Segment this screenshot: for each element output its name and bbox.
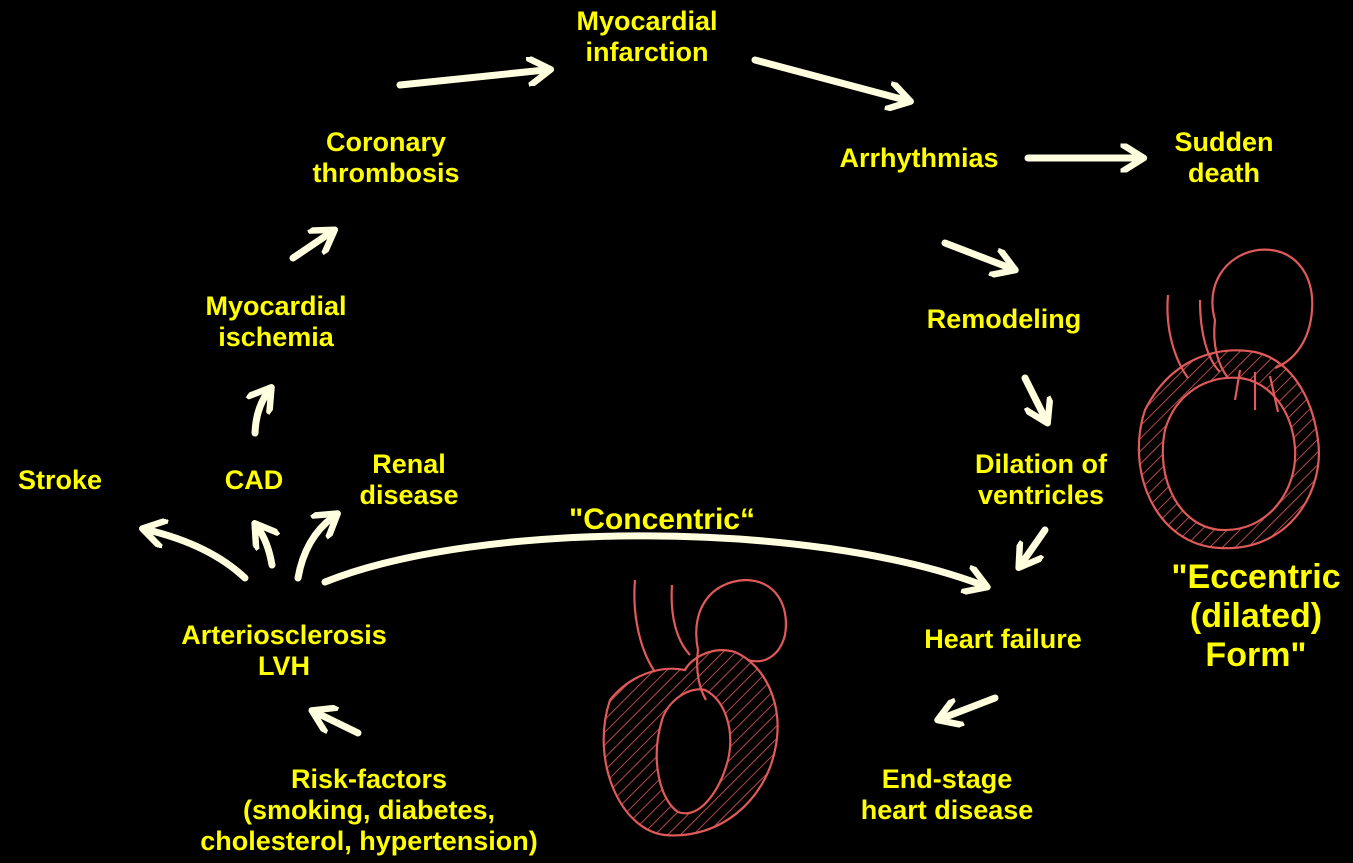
node-risk-factors: Risk-factors (smoking, diabetes, cholest… (200, 764, 538, 857)
node-remodeling: Remodeling (927, 304, 1082, 335)
node-stroke: Stroke (18, 465, 102, 496)
label-concentric: "Concentric“ (569, 500, 755, 539)
node-renal-disease: Renal disease (359, 449, 458, 511)
eccentric-heart-icon (1139, 250, 1319, 549)
label-eccentric-form: "Eccentric (dilated) Form" (1171, 558, 1340, 675)
node-end-stage-heart-disease: End-stage heart disease (861, 764, 1034, 826)
node-cad: CAD (225, 465, 284, 496)
node-myocardial-ischemia: Myocardial ischemia (205, 291, 346, 353)
node-heart-failure: Heart failure (924, 624, 1082, 655)
node-arteriosclerosis-lvh: Arteriosclerosis LVH (181, 620, 387, 682)
node-dilation-of-ventricles: Dilation of ventricles (975, 449, 1107, 511)
node-sudden-death: Sudden death (1175, 127, 1274, 189)
node-coronary-thrombosis: Coronary thrombosis (312, 127, 459, 189)
node-myocardial-infarction: Myocardial infarction (576, 6, 717, 68)
concentric-heart-icon (604, 580, 786, 835)
node-arrhythmias: Arrhythmias (839, 143, 998, 174)
